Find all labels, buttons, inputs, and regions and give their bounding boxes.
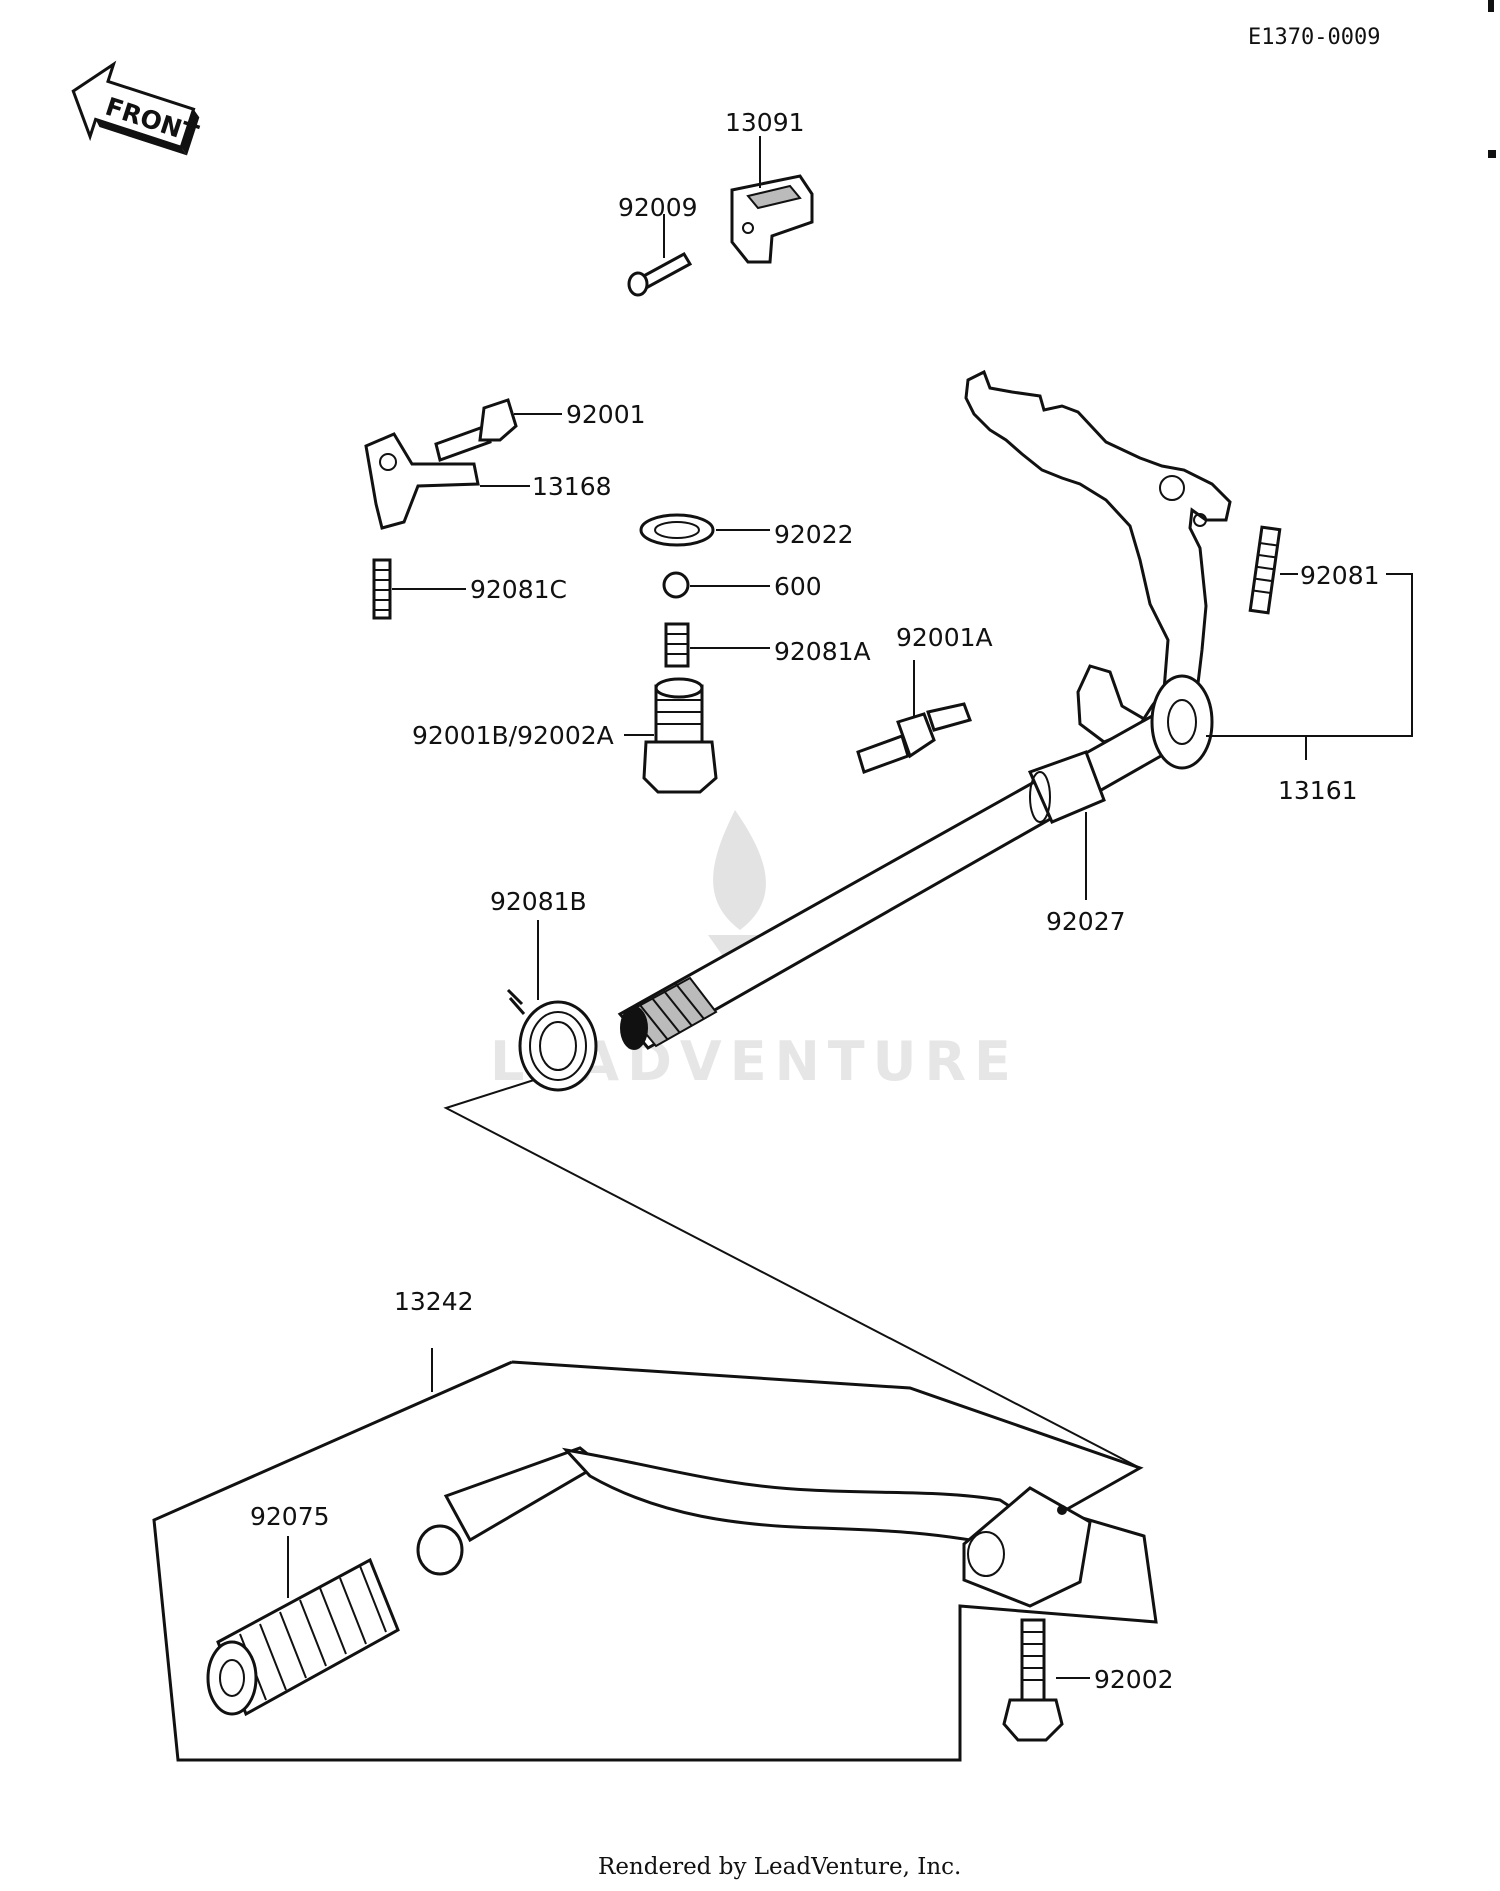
callout-92002: 92002 (1094, 1665, 1174, 1694)
callout-92022: 92022 (774, 520, 854, 549)
part-92081B-torsion-spring (506, 988, 598, 1092)
front-arrow-icon: FRONT (71, 60, 202, 156)
part-92022-washer (639, 513, 715, 547)
callout-13168: 13168 (532, 472, 612, 501)
corner-mark-top (1488, 0, 1494, 12)
callout-92081C: 92081C (470, 575, 567, 604)
callout-92001B-92002A: 92001B/92002A (412, 721, 614, 750)
diagram-code: E1370-0009 (1248, 25, 1380, 50)
callout-92009: 92009 (618, 193, 698, 222)
part-92002-bolt (1002, 1618, 1064, 1742)
callout-13242: 13242 (394, 1287, 474, 1316)
part-92001B-plug (642, 677, 718, 794)
assembly-boundary (152, 1360, 1158, 1762)
callout-92027: 92027 (1046, 907, 1126, 936)
callout-92001A: 92001A (896, 623, 993, 652)
part-13161-shift-shaft (617, 369, 1232, 1050)
part-92081-spring (1248, 525, 1282, 615)
part-600-ball (662, 571, 690, 599)
callout-92001: 92001 (566, 400, 646, 429)
part-13242-shift-pedal (416, 1446, 1092, 1608)
part-92009-screw (627, 251, 693, 297)
part-92001A-stud (856, 702, 972, 774)
callout-92075: 92075 (250, 1502, 330, 1531)
part-92001-bolt (434, 398, 518, 462)
part-92081A-spring (664, 622, 690, 668)
part-92027-collar (1027, 750, 1106, 824)
callout-92081A: 92081A (774, 637, 871, 666)
callout-600: 600 (774, 572, 822, 601)
part-92081C-spring (372, 558, 392, 620)
footer-credit: Rendered by LeadVenture, Inc. (598, 1854, 961, 1880)
callout-92081B: 92081B (490, 887, 587, 916)
callout-13161: 13161 (1278, 776, 1358, 805)
callout-92081: 92081 (1300, 561, 1380, 590)
corner-mark-mid (1488, 150, 1496, 158)
part-13091-bracket (730, 174, 814, 264)
part-13168-plate (364, 432, 480, 530)
callout-13091: 13091 (725, 108, 805, 137)
part-92075-rubber (206, 1557, 400, 1717)
